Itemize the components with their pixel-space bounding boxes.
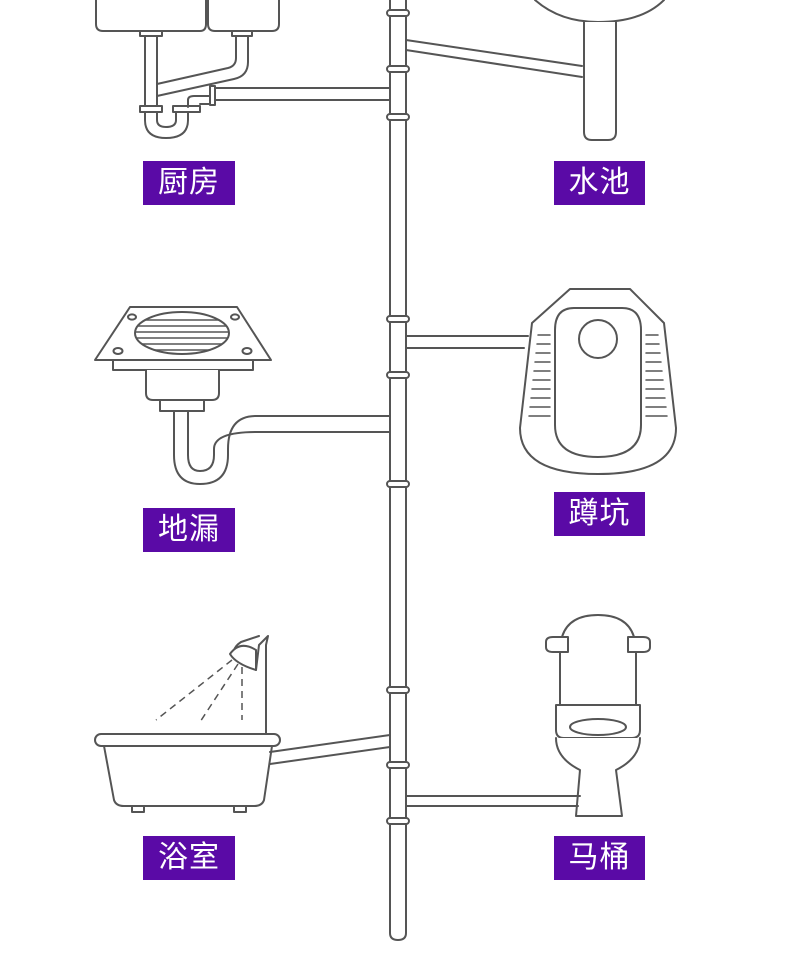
floor-drain-icon (94, 306, 391, 485)
western-toilet-icon (405, 614, 651, 817)
label-floor-drain: 地漏 (143, 508, 235, 552)
label-kitchen: 厨房 (143, 161, 235, 205)
pipe-collars (386, 9, 410, 825)
bathtub-shower-icon (94, 635, 391, 813)
label-sink: 水池 (554, 161, 645, 205)
pedestal-sink-icon (405, 0, 665, 141)
main-drain-stack (386, 0, 410, 941)
label-toilet: 马桶 (554, 836, 645, 880)
label-bathroom: 浴室 (143, 836, 235, 880)
squat-toilet-icon (405, 288, 677, 475)
label-squat-toilet: 蹲坑 (554, 492, 645, 536)
kitchen-sink-icon (95, 0, 391, 139)
foot-grips (528, 334, 668, 417)
